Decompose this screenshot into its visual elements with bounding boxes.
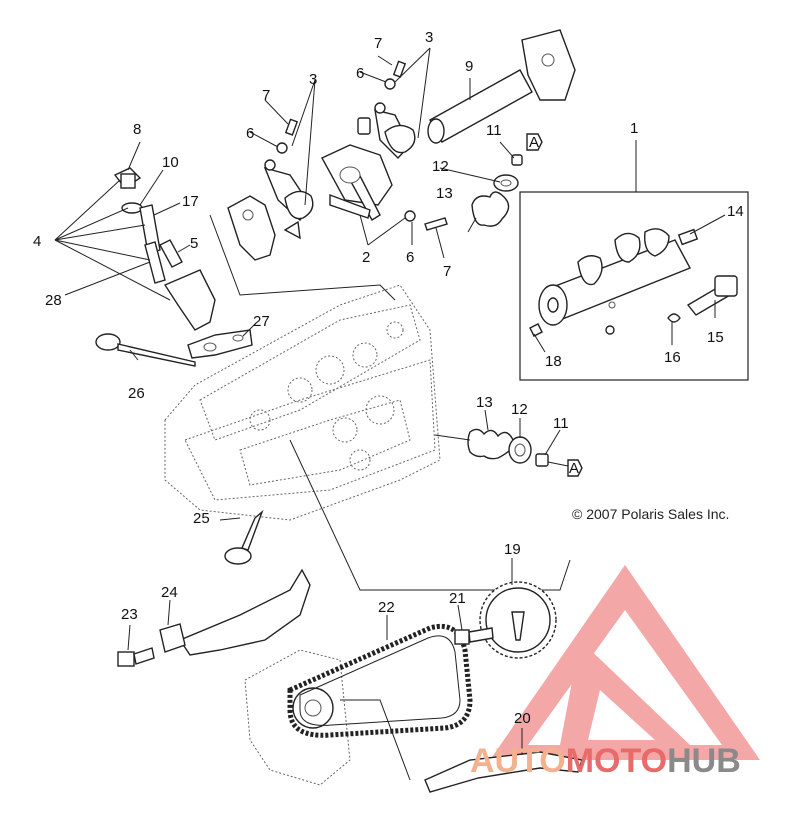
valve-spring-lower [434,428,515,460]
rocker-arm-upper [357,109,416,160]
callout-13-upper: 13 [436,185,453,202]
watermark-logo [490,565,760,760]
rocker-arm-middle [263,166,314,240]
key-marker-upper [526,133,543,151]
spring-clip [667,313,681,323]
rocker-support-left [227,195,276,261]
callout-12-lower: 12 [511,401,528,418]
chain-guide [178,568,311,656]
callout-18: 18 [545,353,562,370]
callout-27: 27 [253,313,270,330]
callout-7-middle: 7 [262,87,270,104]
camshaft-detail-box [519,191,749,381]
adjuster-screw-middle [284,118,299,136]
callout-3-upper: 3 [425,29,433,46]
callout-24: 24 [161,584,178,601]
tensioner-gasket [187,329,253,359]
valve-keeper-upper [511,154,523,166]
callout-25: 25 [193,510,210,527]
key-marker-upper-label: A [529,134,539,151]
callout-28: 28 [45,292,62,309]
valve-spring-upper [471,191,510,227]
callout-22: 22 [378,599,395,616]
callout-26: 26 [128,385,145,402]
cam-sprocket-bolt [454,627,494,645]
watermark-moto: MOTO [566,742,667,780]
crankcase-outline [244,649,351,786]
tensioner-washer [121,202,143,214]
callout-21: 21 [449,590,466,607]
callout-6-middle: 6 [246,125,254,142]
cam-chain [287,623,473,738]
callout-5: 5 [190,235,198,252]
intake-valve [95,333,196,367]
callout-2: 2 [362,249,370,266]
callout-9: 9 [465,58,473,75]
callout-16: 16 [664,349,681,366]
callout-11-lower: 11 [553,415,569,432]
callout-20: 20 [514,710,531,727]
adjuster-nut-middle [276,142,288,154]
callout-3-middle: 3 [309,71,317,88]
callout-8: 8 [133,121,141,138]
key-marker-lower-label: A [569,460,579,477]
callout-4: 4 [33,233,41,250]
dowel-pin [529,323,543,337]
callout-19: 19 [504,541,521,558]
rocker-arm-exhaust [321,144,393,221]
valve-keeper-lower [535,453,549,467]
callout-11-upper: 11 [486,122,502,139]
decompression-lever [686,275,738,316]
callout-12-upper: 12 [432,158,449,175]
cylinder-head [164,284,441,521]
tensioner-pin [159,239,183,268]
tensioner-mount-bolt [144,241,166,284]
chain-guide-lower [424,751,583,793]
tensioner-spring [139,204,161,254]
tensioner-bolt [113,167,142,189]
callout-14: 14 [727,203,744,220]
adjuster-nut-lower [404,210,416,222]
adjuster-screw-lower [424,217,448,231]
chain-tensioner [163,269,216,331]
callout-6-upper: 6 [356,65,364,82]
rocker-shaft [427,69,533,144]
cam-sprocket [479,581,557,659]
callout-7-lower: 7 [443,263,451,280]
camshaft [538,228,699,335]
callout-17: 17 [182,193,199,210]
adjuster-screw-upper [392,60,407,78]
callout-15: 15 [707,329,724,346]
callout-1: 1 [630,120,638,137]
callout-23: 23 [121,606,138,623]
chain-guide-bolt [117,647,155,667]
watermark-wordmark: AUTOMOTOHUB [470,742,741,780]
callout-6-lower: 6 [406,249,414,266]
callout-10: 10 [162,154,179,171]
key-marker-lower [567,459,583,477]
adjuster-nut-upper [384,78,396,90]
watermark-hub: HUB [667,742,741,780]
watermark-auto: AUTO [470,742,566,780]
copyright-notice: © 2007 Polaris Sales Inc. [572,506,729,522]
callout-13-lower: 13 [476,394,493,411]
exhaust-valve [224,509,264,565]
callout-7-upper: 7 [374,35,382,52]
